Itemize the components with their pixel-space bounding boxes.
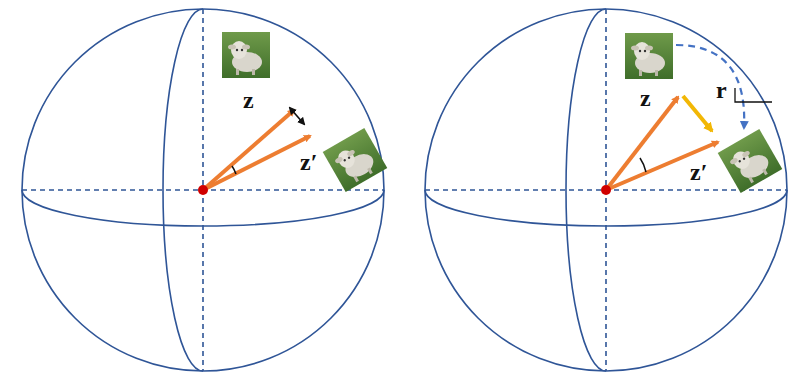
sheep-image (222, 32, 270, 78)
rotated-sheep-image (323, 128, 388, 192)
left-sphere (22, 9, 384, 371)
left-vectors (198, 108, 310, 195)
rotation-label: r (716, 78, 727, 102)
vector-label: z (640, 86, 651, 110)
vector-label: z′ (300, 150, 317, 174)
right-sphere (425, 9, 787, 371)
sheep-image (625, 33, 673, 79)
rotated-sheep-image (718, 129, 783, 193)
vector-label: z′ (690, 160, 707, 184)
vector-label: z (243, 88, 254, 112)
